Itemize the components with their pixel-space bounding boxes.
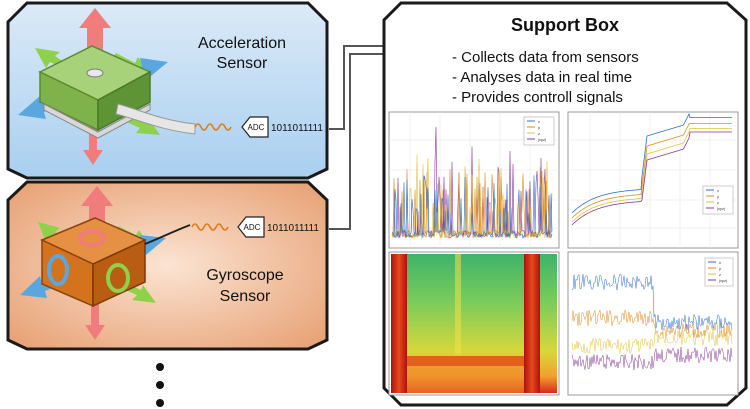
adc-block-1	[241, 116, 269, 138]
legend-entry: |xyz|	[717, 206, 725, 211]
cumulative-plot	[571, 112, 732, 226]
analog-signal-wave-icon	[191, 223, 229, 231]
legend-entry: y	[717, 194, 719, 199]
gyroscope-label-line1: Gyroscope	[206, 267, 283, 284]
adc-label-2: ADC	[244, 223, 261, 232]
bitstream-2: 1011011111	[267, 223, 319, 234]
legend-entry: y	[719, 266, 721, 271]
analog-signal-wave-icon	[194, 123, 232, 131]
legend-entry: |xyz|	[719, 278, 727, 283]
accelerometer-device-icon	[38, 45, 196, 139]
plot-frame-top-right	[567, 111, 739, 249]
support-box-panel: Support Box - Collects data from sensors…	[382, 1, 748, 407]
data-connection-lines	[329, 45, 384, 230]
legend-entry: z	[719, 272, 721, 277]
plot-series-line	[571, 123, 732, 219]
acceleration-sensor-panel: Acceleration Sensor ADC 1011011111	[6, 1, 329, 180]
acceleration-label-line1: Acceleration	[198, 35, 286, 52]
bitstream-1: 1011011111	[271, 123, 323, 134]
gyroscope-label-line2: Sensor	[220, 288, 271, 305]
support-box-title: Support Box	[511, 15, 619, 35]
legend-top-right: x y z |xyz|	[702, 185, 734, 215]
frequency-plot	[391, 126, 553, 240]
legend-top-left: x y z |xyz|	[523, 116, 555, 146]
gyroscope-device-icon	[40, 217, 191, 308]
plot-series-line	[391, 175, 553, 239]
adc-label-1: ADC	[248, 123, 265, 132]
time-series-plot	[571, 273, 733, 371]
spectrogram-plot	[391, 254, 557, 393]
plot-series-line	[571, 309, 733, 339]
plot-series-line	[571, 329, 733, 355]
legend-entry: z	[717, 200, 719, 205]
plot-series-line	[571, 346, 733, 371]
plot-series-line	[571, 112, 732, 214]
more-sensors-ellipsis-icon	[156, 363, 164, 407]
plot-series-line	[571, 127, 732, 223]
support-box-bullet: - Analyses data in real time	[452, 69, 632, 86]
plot-series-line	[571, 131, 732, 226]
support-box-bullet: - Collects data from sensors	[452, 49, 639, 66]
support-box-bullet: - Provides controll signals	[452, 89, 623, 106]
gyroscope-sensor-panel: Gyroscope Sensor ADC 1011011111	[6, 180, 329, 351]
legend-entry: x	[538, 119, 540, 124]
legend-entry: x	[719, 260, 721, 265]
plot-series-line	[391, 126, 553, 239]
acceleration-label-line2: Sensor	[217, 55, 268, 72]
adc-block-2	[237, 216, 265, 238]
legend-entry: x	[717, 188, 719, 193]
legend-bottom-right: x y z |xyz|	[704, 257, 734, 287]
plot-series-line	[571, 273, 733, 331]
legend-entry: |xyz|	[538, 137, 546, 142]
legend-entry: z	[538, 131, 540, 136]
legend-entry: y	[538, 125, 540, 130]
